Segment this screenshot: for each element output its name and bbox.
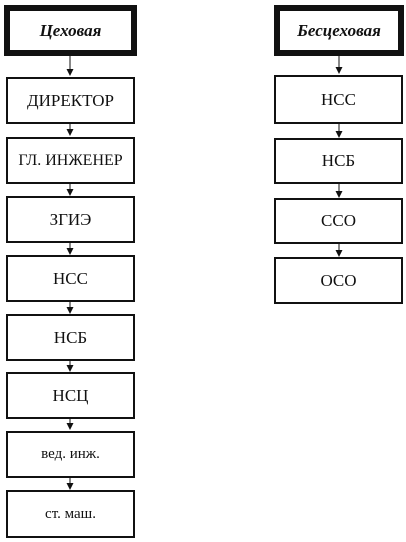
node-right-nss: НСС — [274, 75, 403, 124]
connector-left-0 — [66, 56, 74, 76]
node-right-sso: ССО — [274, 198, 403, 244]
connector-right-2 — [335, 184, 343, 198]
node-left-nss: НСС — [6, 255, 135, 302]
header-left: Цеховая — [4, 5, 137, 56]
connector-left-3 — [66, 243, 74, 255]
node-right-nsb: НСБ — [274, 138, 403, 184]
connector-left-7 — [66, 478, 74, 490]
node-left-nsc: НСЦ — [6, 372, 135, 419]
node-right-oso: ОСО — [274, 257, 403, 304]
node-left-senior-operator: ст. маш. — [6, 490, 135, 538]
connector-right-1 — [335, 124, 343, 138]
node-left-director: ДИРЕКТОР — [6, 77, 135, 124]
connector-right-0 — [335, 56, 343, 74]
connector-left-4 — [66, 302, 74, 314]
connector-left-2 — [66, 184, 74, 196]
connector-left-6 — [66, 419, 74, 430]
node-left-nsb: НСБ — [6, 314, 135, 361]
connector-left-5 — [66, 361, 74, 372]
node-left-zgie: ЗГИЭ — [6, 196, 135, 243]
node-left-chief-engineer: ГЛ. ИНЖЕНЕР — [6, 137, 135, 184]
header-right: Бесцеховая — [274, 5, 404, 56]
connector-right-3 — [335, 244, 343, 257]
node-left-lead-engineer: вед. инж. — [6, 431, 135, 478]
